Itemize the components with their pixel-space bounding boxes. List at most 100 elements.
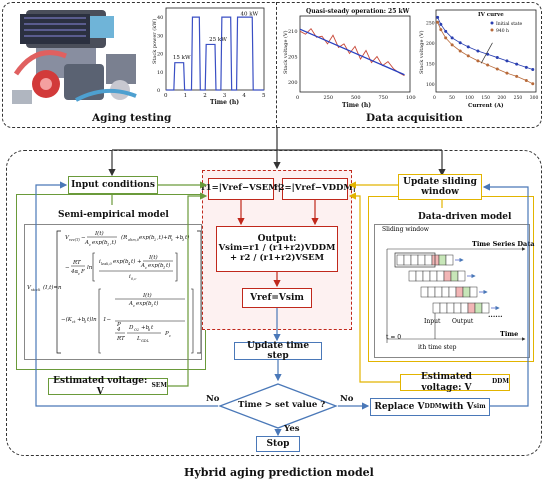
iv-point [515, 74, 519, 78]
svg-text:1: 1 [163, 266, 165, 270]
estimated-sem-label: Estimated voltage: V [53, 376, 148, 397]
svg-text:V: V [27, 285, 32, 291]
input-conditions-box: Input conditions [68, 176, 158, 194]
voltage-ytick: 200 [288, 80, 298, 86]
update-time-step-label: Update time step [246, 340, 310, 361]
iv-point [515, 62, 519, 66]
power-xtick: 4 [242, 93, 246, 99]
vref-box: Vref=Vsim [242, 288, 312, 308]
svg-text:−: − [65, 265, 70, 271]
voltage-xlabel: Time (h) [342, 102, 371, 109]
voltage-ylabel: Stack voltage (V) [282, 30, 289, 74]
svg-text:RT: RT [72, 260, 81, 266]
window-cell [417, 254, 426, 266]
svg-text:1−: 1− [103, 317, 111, 323]
voltage-title: Quasi-steady operation: 25 kW [306, 8, 410, 15]
svg-text:(R: (R [121, 234, 127, 241]
output-text: Output [452, 318, 474, 325]
output-box: Output: Vsim=r1 / (r1+r2)VDDM + r2 / (r1… [216, 226, 338, 272]
voltage-ytick: 210 [288, 29, 298, 35]
iv-xtick: 0 [433, 95, 436, 101]
vref-label: Vref=Vsim [250, 292, 304, 303]
estimated-ddm-label: Estimated voltage: V [420, 372, 472, 393]
iv-point [444, 36, 448, 40]
iv-point [439, 28, 443, 32]
power-xtick: 3 [223, 93, 227, 99]
iv-point [466, 54, 470, 58]
output-equation-line2: + r2 / (r1+r2)VSEM [229, 253, 325, 264]
svg-text:c: c [133, 304, 135, 308]
voltage-xtick: 250 [324, 95, 334, 101]
svg-text:c: c [89, 243, 91, 247]
estimated-sem-sub: SEM [151, 382, 167, 390]
svg-text:−(K: −(K [61, 316, 73, 323]
stop-box: Stop [256, 436, 300, 452]
yes-label: Yes [284, 424, 300, 434]
iv-legend-label: 940 h [496, 28, 509, 34]
window-cell [455, 286, 464, 298]
main-panel [6, 150, 542, 456]
svg-text:rev(T): rev(T) [69, 238, 80, 242]
svg-text:c: c [171, 238, 173, 242]
window-cell [453, 302, 462, 314]
voltage-ytick: 205 [288, 55, 298, 61]
power-ylabel: Stack power (kW) [151, 19, 158, 64]
window-cell [443, 270, 452, 282]
decision-label: Time > set value ? [238, 400, 326, 410]
iv-ytick: 250 [426, 20, 435, 26]
power-annotation: 15 kW [173, 55, 191, 61]
iv-point [450, 36, 454, 40]
window-cell [469, 286, 478, 298]
iv-point [495, 67, 499, 71]
window-cell [446, 302, 455, 314]
iv-point [505, 71, 509, 75]
power-series-line [166, 16, 264, 91]
voltage-degradation-chart: 02505007501000200205210Quasi-steady oper… [282, 4, 419, 110]
iv-xtick: 100 [465, 95, 474, 101]
window-cell [438, 254, 447, 266]
stop-label: Stop [266, 438, 290, 449]
power-xtick: 5 [262, 93, 266, 99]
r1-label: r1=|Vref−VSEM| [201, 183, 281, 194]
svg-text:stack: stack [31, 288, 40, 292]
iv-point [486, 63, 490, 67]
aging-testing-label: Aging testing [92, 112, 172, 124]
voltage-xtick: 0 [296, 95, 299, 101]
sliding-window-text: Sliding window [382, 226, 429, 233]
window-cell [429, 270, 438, 282]
iv-legend-marker [490, 21, 494, 25]
replace-label: Replace V [374, 401, 425, 412]
svg-text:F: F [80, 269, 85, 275]
time-axis-text: Time [500, 330, 519, 338]
window-cell [422, 270, 431, 282]
iv-xtick: 150 [481, 95, 490, 101]
power-xlabel: Time (h) [210, 99, 239, 106]
svg-text:RT: RT [116, 336, 125, 342]
power-annotation: 25 kW [209, 37, 227, 43]
iv-title: IV curve [478, 12, 504, 18]
iv-point [476, 49, 480, 53]
input-text: Input [424, 318, 441, 325]
iv-point [458, 41, 462, 45]
iv-xtick: 300 [530, 95, 539, 101]
svg-text:t)ln: t)ln [87, 316, 97, 323]
window-cell [403, 254, 412, 266]
window-cell [432, 302, 441, 314]
svg-text:0,c: 0,c [131, 277, 136, 281]
window-cell [434, 286, 443, 298]
iv-point [458, 49, 462, 53]
iv-point [524, 79, 528, 83]
data-driven-title: Data-driven model [418, 212, 512, 222]
svg-text:1: 1 [107, 243, 109, 247]
update-window-label: Update sliding window [403, 176, 477, 197]
power-ytick: 20 [157, 52, 163, 58]
window-cell [445, 254, 454, 266]
svg-text:,t)+R: ,t)+R [157, 234, 172, 241]
iv-legend-label: Initial state [496, 21, 523, 27]
svg-text:t): t) [131, 258, 135, 265]
svg-text:ln: ln [87, 265, 93, 271]
